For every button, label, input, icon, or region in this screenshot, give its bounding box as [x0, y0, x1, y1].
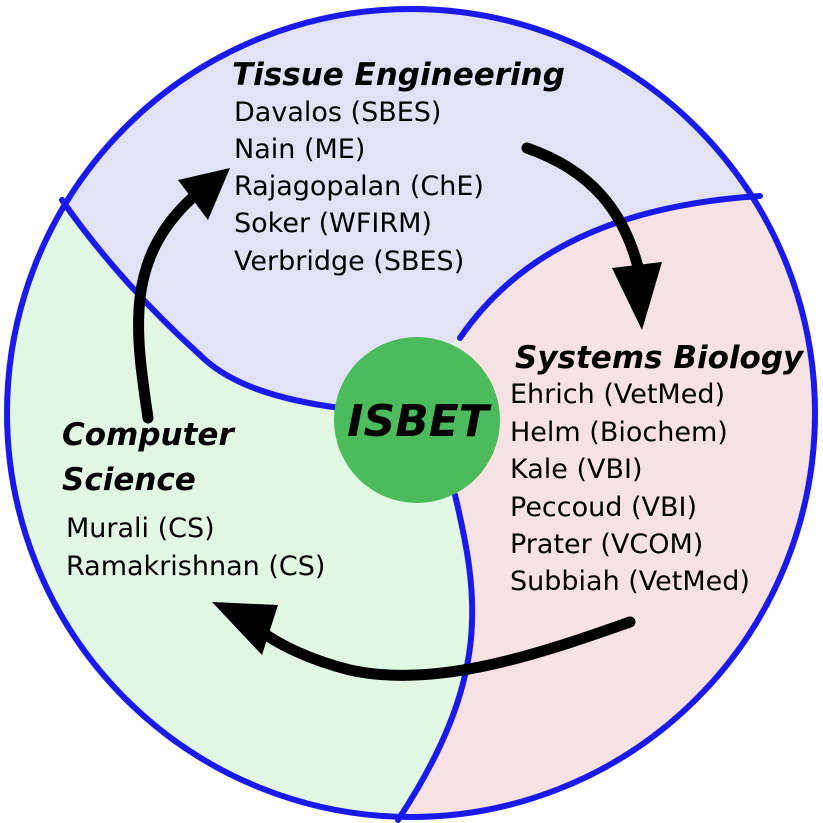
member-item: Murali (CS) [66, 513, 215, 544]
systems-biology-title: Systems Biology [515, 340, 805, 376]
computer-science-title-line2: Science [62, 462, 196, 498]
arrow-sb-to-cs-head [212, 602, 278, 655]
arrow-cs-to-te-shaft [133, 192, 198, 424]
tissue-engineering-group: Tissue Engineering Davalos (SBES) Nain (… [232, 57, 565, 277]
member-item: Nain (ME) [234, 134, 365, 165]
isbet-center-disc [334, 337, 500, 503]
member-item: Ramakrishnan (CS) [66, 551, 325, 582]
member-item: Subbiah (VetMed) [510, 566, 750, 597]
arrow-cs-to-te-head [178, 168, 230, 220]
divider-te-cs [59, 197, 343, 411]
tissue-engineering-region [7, 9, 815, 408]
isbet-center-label: ISBET [347, 396, 492, 447]
arrow-sb-to-cs-shaft [256, 616, 636, 681]
arrow-te-to-sb-head [612, 262, 662, 330]
divider-sb-cs [395, 492, 476, 823]
member-item: Soker (WFIRM) [234, 208, 432, 239]
member-item: Verbridge (SBES) [234, 246, 464, 277]
member-item: Kale (VBI) [510, 454, 643, 485]
member-item: Peccoud (VBI) [510, 492, 697, 523]
outer-circle [4, 6, 818, 820]
divider-te-sb [457, 193, 763, 341]
member-item: Ehrich (VetMed) [510, 379, 725, 410]
computer-science-group: Computer Science Murali (CS) Ramakrishna… [62, 417, 325, 582]
arrow-te-to-sb-shaft [521, 142, 646, 281]
systems-biology-group: Systems Biology Ehrich (VetMed) Helm (Bi… [510, 340, 805, 597]
member-item: Helm (Biochem) [510, 417, 728, 448]
member-item: Prater (VCOM) [510, 529, 703, 560]
member-item: Davalos (SBES) [234, 97, 441, 128]
tissue-engineering-title: Tissue Engineering [232, 57, 565, 93]
member-item: Rajagopalan (ChE) [234, 171, 484, 202]
computer-science-title-line1: Computer [62, 417, 235, 453]
